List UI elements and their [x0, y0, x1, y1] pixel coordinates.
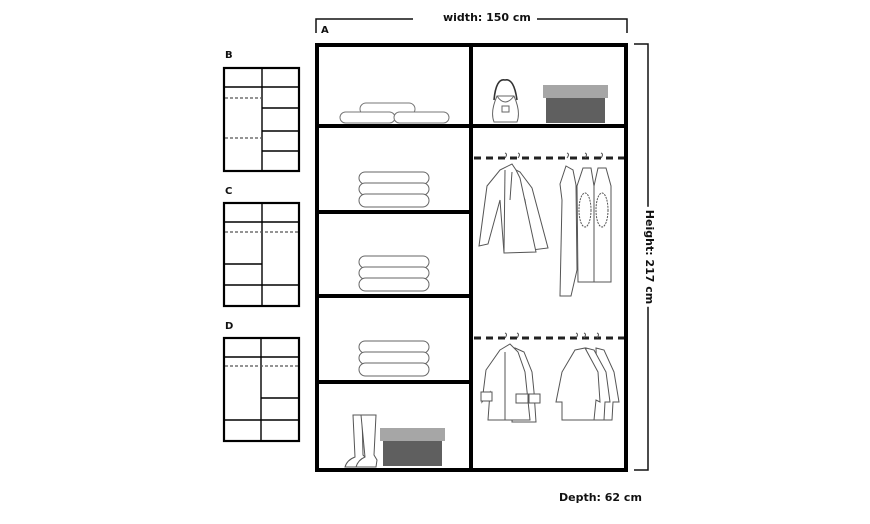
rolled-towels-icon — [339, 102, 450, 124]
jackets-icon — [478, 152, 549, 254]
layout-c-diagram — [222, 201, 301, 308]
layout-d-label: D — [225, 321, 234, 332]
layout-b-diagram — [222, 66, 301, 173]
main-wardrobe-frame — [315, 43, 628, 472]
width-dimension-label: width: 150 cm — [443, 11, 531, 24]
cardigans-icon — [559, 152, 612, 297]
storage-box-icon — [380, 428, 445, 466]
handbag-icon — [492, 79, 519, 123]
depth-dimension-label: Depth: 62 cm — [559, 491, 642, 504]
width-dimension-bracket — [315, 18, 628, 33]
storage-box-icon — [543, 85, 608, 123]
folded-clothes-stack-icon — [358, 340, 430, 377]
coats-icon — [480, 332, 541, 423]
layout-d-diagram — [222, 336, 301, 443]
layout-b-label: B — [225, 50, 233, 61]
coats-icon — [555, 332, 620, 421]
layout-a-label: A — [321, 25, 329, 36]
height-dimension-bracket — [634, 43, 649, 471]
boots-icon — [344, 414, 378, 468]
folded-clothes-stack-icon — [358, 255, 430, 292]
hanging-rails — [474, 156, 624, 340]
folded-clothes-stack-icon — [358, 171, 430, 208]
layout-c-label: C — [225, 186, 233, 197]
height-dimension-label: Height: 217 cm — [643, 206, 656, 308]
